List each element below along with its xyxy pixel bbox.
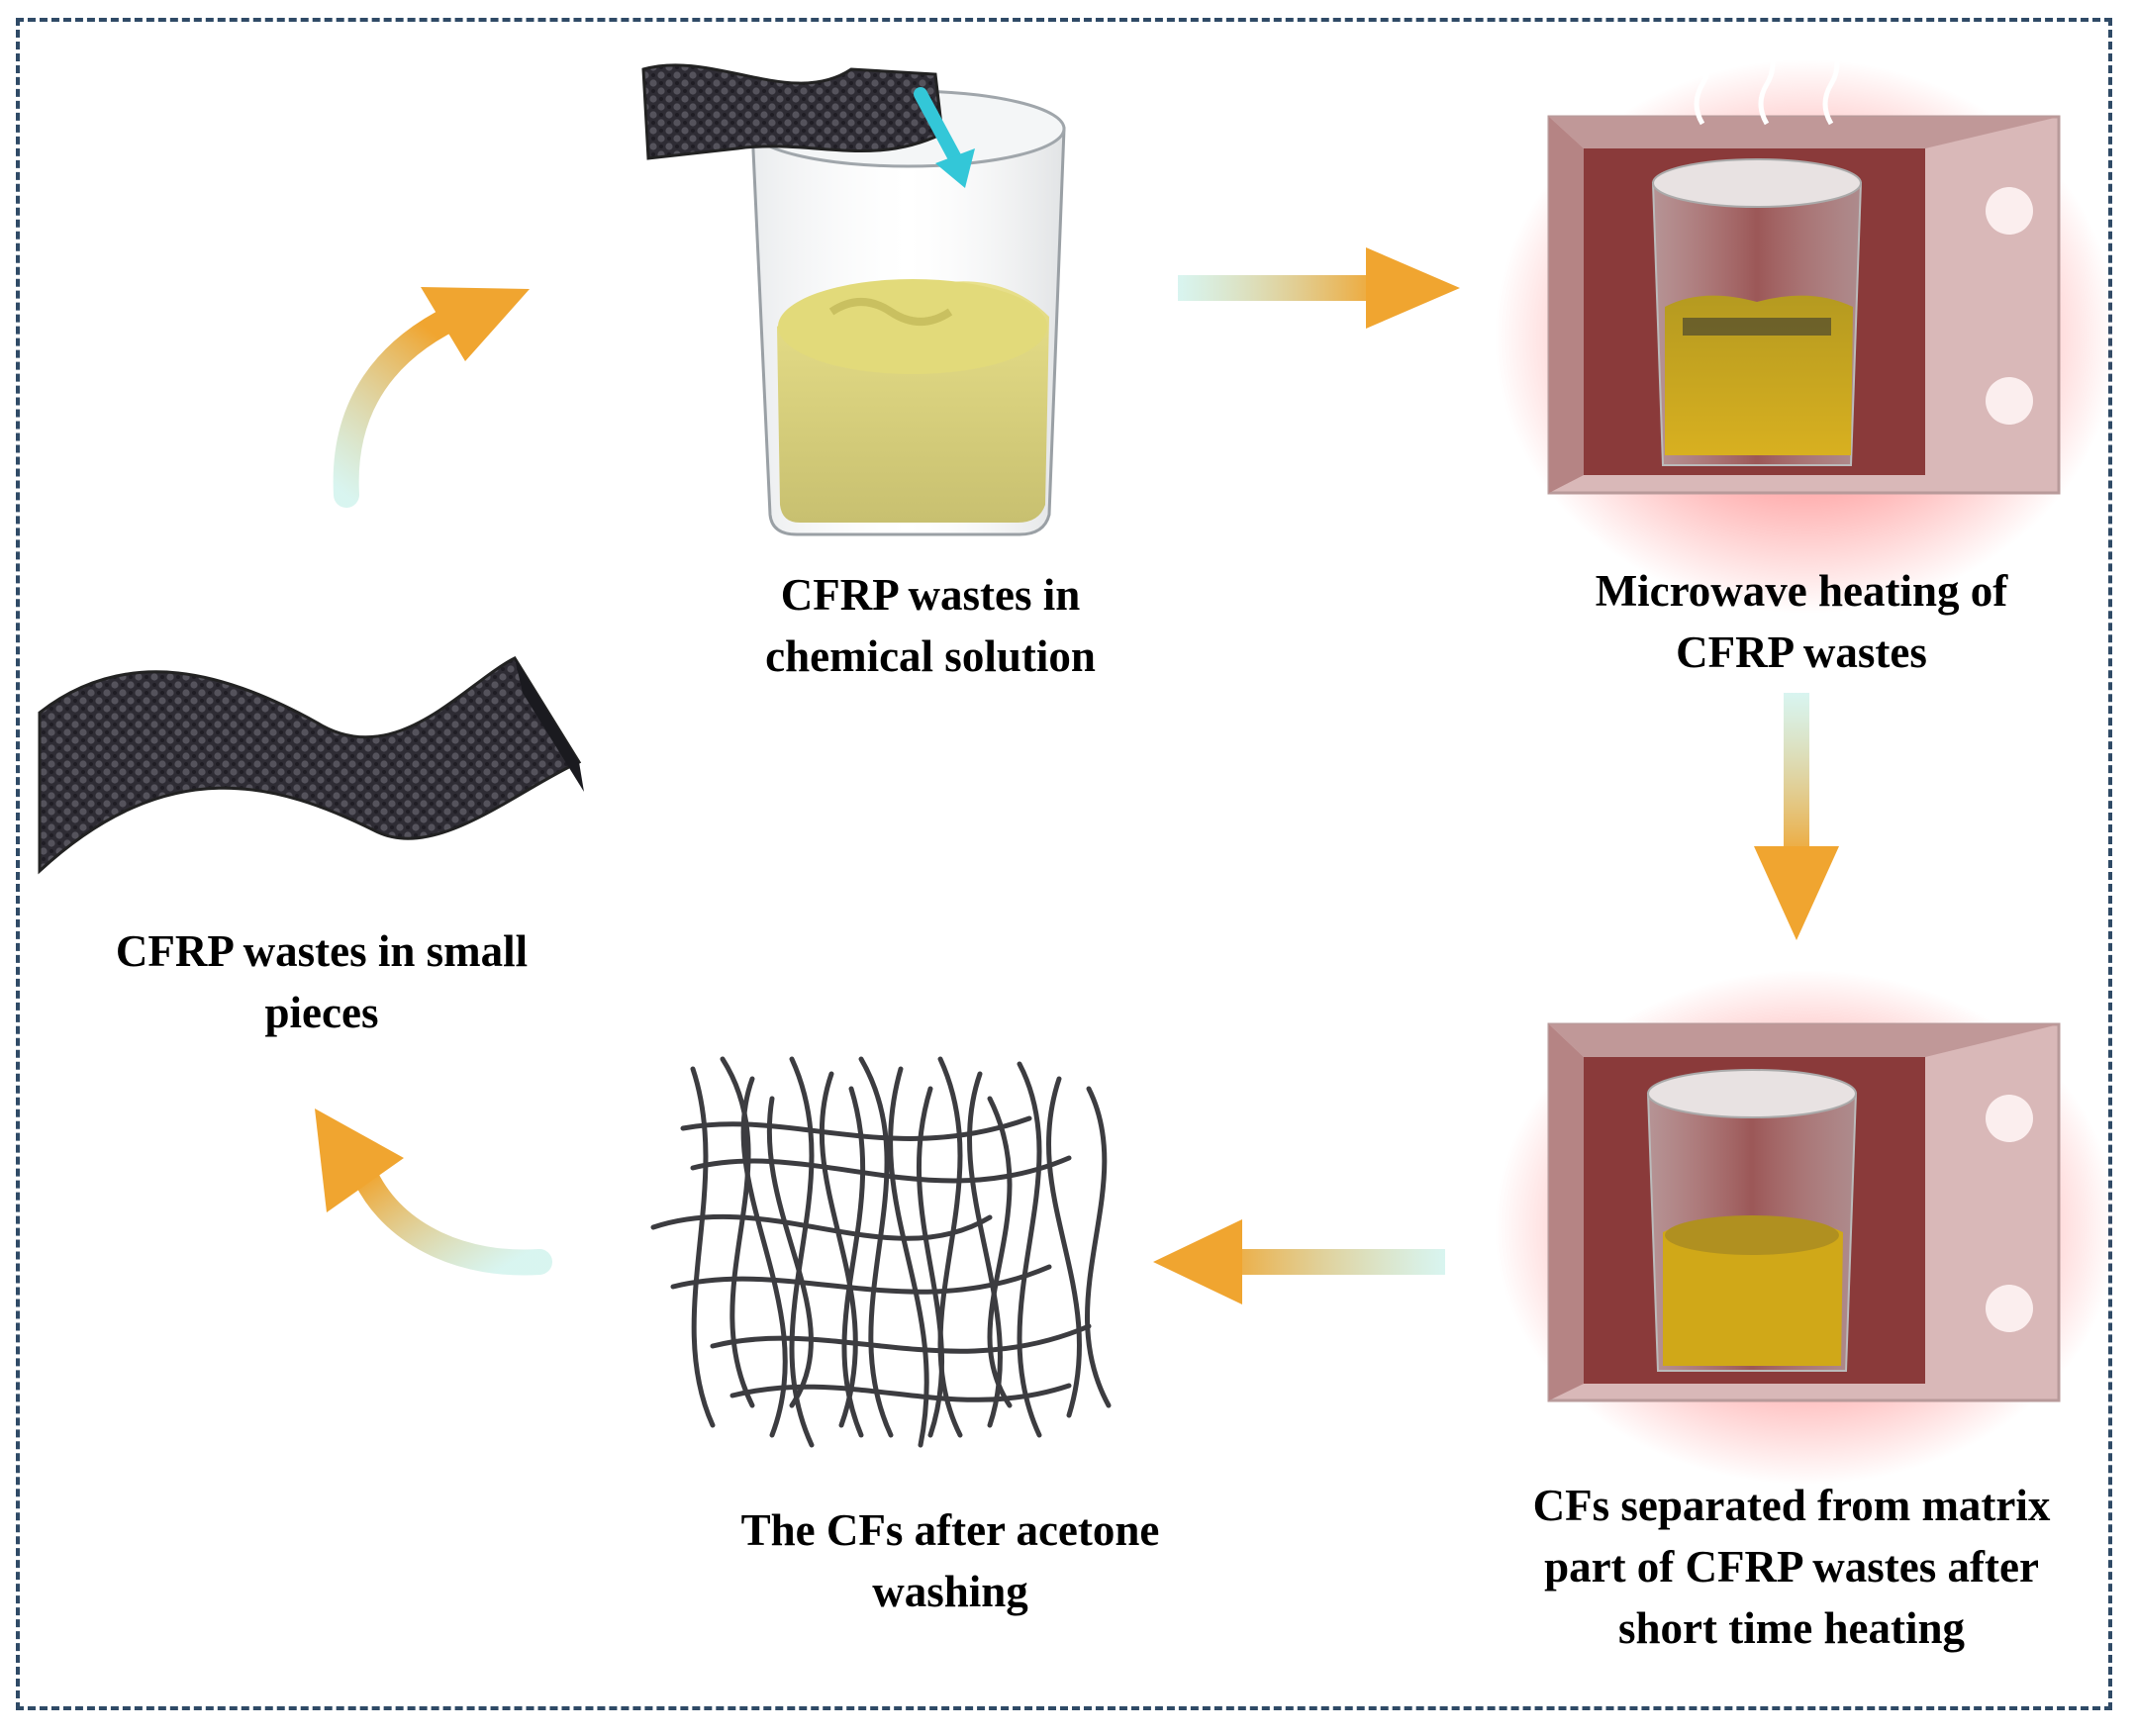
curved-arrow-left-icon xyxy=(315,1109,552,1276)
step-label-small-pieces: CFRP wastes in small pieces xyxy=(115,926,529,1037)
curved-arrow-up-icon xyxy=(333,287,530,508)
arrow-down-icon xyxy=(1754,693,1839,940)
arrow-left-icon xyxy=(1153,1219,1445,1304)
step-label-cf-separated: CFs separated from matrix part of CFRP w… xyxy=(1532,1481,2051,1653)
dashed-frame xyxy=(16,18,2112,1710)
microwave-oven-icon xyxy=(1495,970,2118,1485)
microwave-oven-icon xyxy=(1495,43,2118,614)
arrow-right-icon xyxy=(1178,247,1460,329)
step-label-chemical-solution: CFRP wastes in chemical solution xyxy=(765,570,1096,681)
step-label-microwave-heating: Microwave heating of CFRP wastes xyxy=(1595,566,2008,677)
step-label-acetone-washing: The CFs after acetone washing xyxy=(740,1505,1160,1616)
carbon-fibers-icon xyxy=(650,1056,1112,1448)
cfrp-sheet-icon xyxy=(38,656,584,875)
beaker-solution-icon xyxy=(641,63,1066,536)
